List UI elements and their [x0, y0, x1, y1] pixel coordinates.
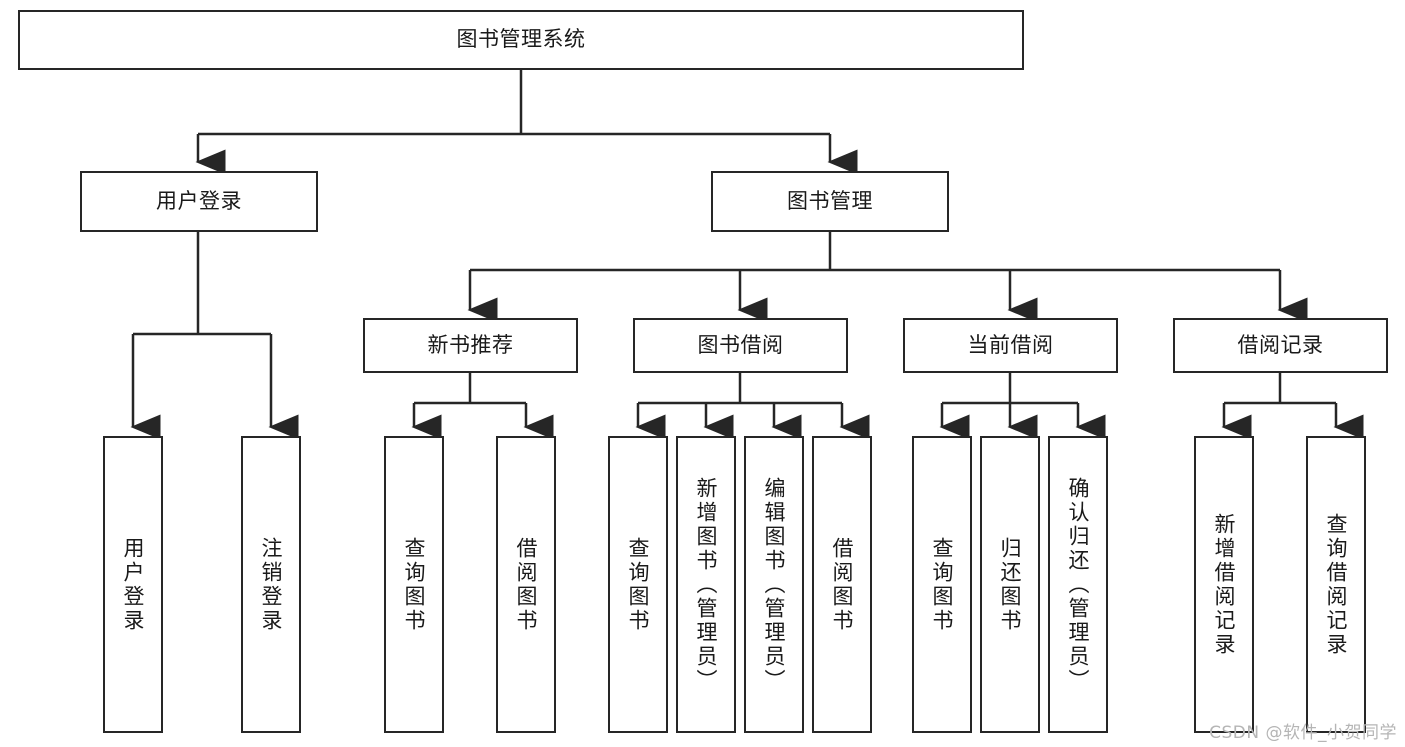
- node-current-borrow[interactable]: 当前借阅: [903, 318, 1118, 373]
- node-book-management[interactable]: 图书管理: [711, 171, 949, 232]
- node-leaf-confirm-return[interactable]: 确认归还（管理员）: [1048, 436, 1108, 733]
- node-leaf-add-record[interactable]: 新增借阅记录: [1194, 436, 1254, 733]
- node-leaf-edit-book-label: 编辑图书（管理员）: [762, 476, 787, 693]
- node-user-login[interactable]: 用户登录: [80, 171, 318, 232]
- node-leaf-query-record-label: 查询借阅记录: [1324, 512, 1349, 657]
- node-leaf-edit-book[interactable]: 编辑图书（管理员）: [744, 436, 804, 733]
- node-leaf-add-record-label: 新增借阅记录: [1212, 512, 1237, 657]
- node-leaf-return-book-label: 归还图书: [998, 536, 1023, 633]
- node-book-borrow-label: 图书借阅: [697, 332, 784, 357]
- node-leaf-add-book-label: 新增图书（管理员）: [694, 476, 719, 693]
- node-leaf-query-book-1[interactable]: 查询图书: [384, 436, 444, 733]
- node-leaf-query-record[interactable]: 查询借阅记录: [1306, 436, 1366, 733]
- node-leaf-confirm-return-label: 确认归还（管理员）: [1066, 476, 1091, 693]
- node-leaf-add-book[interactable]: 新增图书（管理员）: [676, 436, 736, 733]
- node-new-book-recommend-label: 新书推荐: [427, 332, 514, 357]
- node-leaf-borrow-book-2[interactable]: 借阅图书: [812, 436, 872, 733]
- node-leaf-query-book-2-label: 查询图书: [626, 536, 651, 633]
- node-leaf-query-book-1-label: 查询图书: [402, 536, 427, 633]
- node-leaf-logout-label: 注销登录: [259, 536, 284, 633]
- node-leaf-return-book[interactable]: 归还图书: [980, 436, 1040, 733]
- node-leaf-user-login-label: 用户登录: [121, 536, 146, 633]
- node-leaf-query-book-3[interactable]: 查询图书: [912, 436, 972, 733]
- node-leaf-borrow-book-1-label: 借阅图书: [514, 536, 539, 633]
- node-leaf-query-book-3-label: 查询图书: [930, 536, 955, 633]
- node-leaf-borrow-book-1[interactable]: 借阅图书: [496, 436, 556, 733]
- node-leaf-user-login[interactable]: 用户登录: [103, 436, 163, 733]
- node-leaf-query-book-2[interactable]: 查询图书: [608, 436, 668, 733]
- node-leaf-borrow-book-2-label: 借阅图书: [830, 536, 855, 633]
- node-borrow-record[interactable]: 借阅记录: [1173, 318, 1388, 373]
- node-new-book-recommend[interactable]: 新书推荐: [363, 318, 578, 373]
- node-book-borrow[interactable]: 图书借阅: [633, 318, 848, 373]
- node-borrow-record-label: 借阅记录: [1237, 332, 1324, 357]
- node-root[interactable]: 图书管理系统: [18, 10, 1024, 70]
- node-root-label: 图书管理系统: [456, 27, 586, 52]
- node-user-login-label: 用户登录: [156, 188, 242, 213]
- node-book-management-label: 图书管理: [787, 188, 873, 213]
- node-leaf-logout[interactable]: 注销登录: [241, 436, 301, 733]
- node-current-borrow-label: 当前借阅: [967, 332, 1054, 357]
